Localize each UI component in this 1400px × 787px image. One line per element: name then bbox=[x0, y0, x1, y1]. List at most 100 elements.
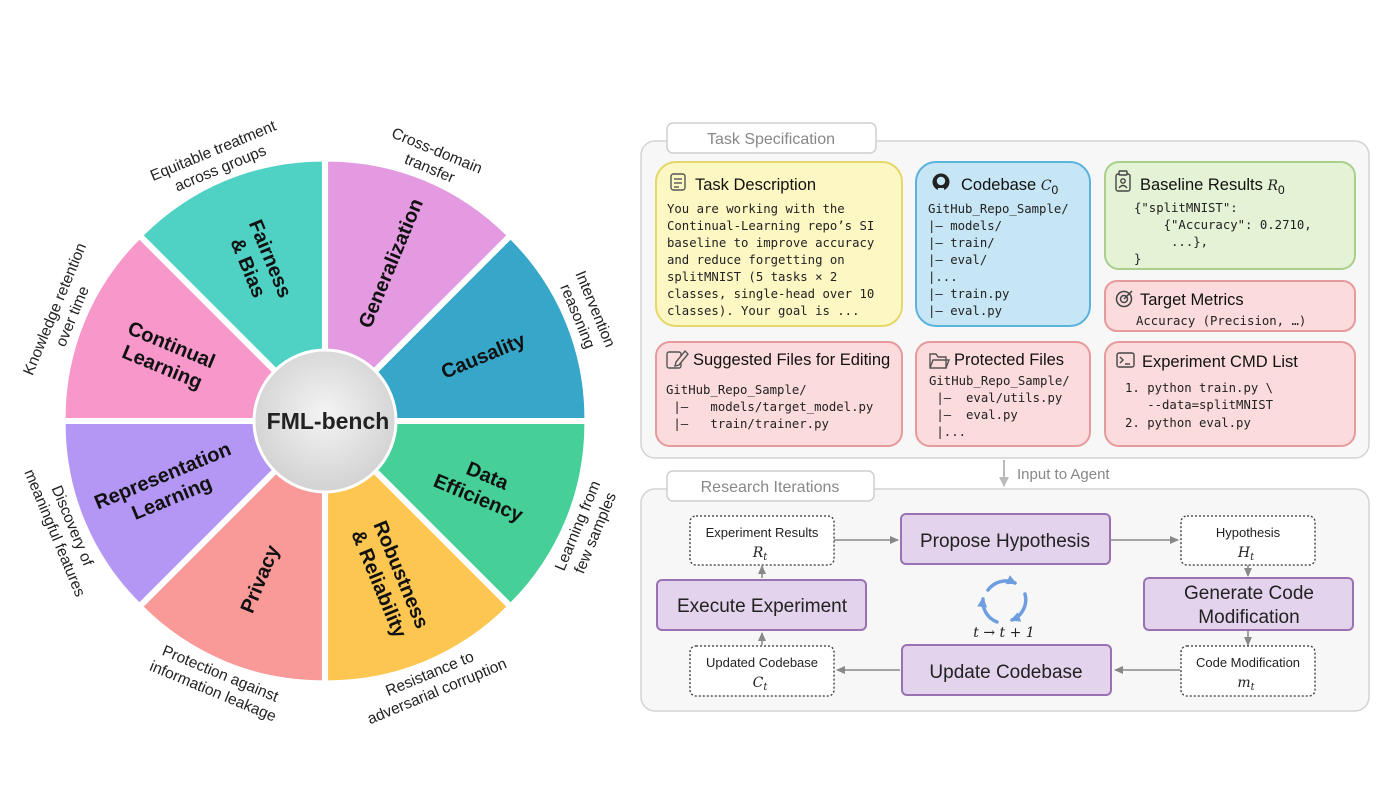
suggested-files-title: Suggested Files for Editing bbox=[693, 351, 890, 369]
wheel-segment-causality bbox=[374, 239, 585, 418]
code-modification-node: Code Modification mt bbox=[1180, 645, 1316, 697]
update-codebase-label: Update Codebase bbox=[929, 662, 1082, 683]
updated-codebase-label: Updated Codebase bbox=[706, 655, 818, 670]
codebase-line: GitHub_Repo_Sample/ bbox=[928, 202, 1069, 216]
experiment-cmd-line: 1. python train.py \ bbox=[1125, 381, 1273, 395]
protected-files-title: Protected Files bbox=[954, 351, 1064, 369]
terminal-icon bbox=[1116, 352, 1135, 368]
task-description-title: Task Description bbox=[695, 176, 816, 194]
suggested-files-line: |– models/target_model.py bbox=[666, 400, 873, 415]
document-icon bbox=[670, 173, 686, 191]
hypothesis-node: Hypothesis Ht bbox=[1180, 515, 1316, 566]
wheel-segment-representation bbox=[65, 424, 276, 603]
wheel-center-label: FML-bench bbox=[267, 408, 390, 434]
hypothesis-symbol: H bbox=[1237, 545, 1251, 561]
wheel-segment-privacy bbox=[143, 470, 322, 681]
wheel-center bbox=[252, 348, 398, 494]
baseline-line: {"splitMNIST": bbox=[1134, 201, 1238, 215]
experiment-results-node: Experiment Results Rt bbox=[689, 515, 835, 566]
experiment-cmd-title: Experiment CMD List bbox=[1142, 353, 1298, 371]
protected-files-line: |... bbox=[929, 425, 966, 440]
task-description-line: splitMNIST (5 tasks × 2 bbox=[667, 270, 837, 284]
updated-codebase-symbol: C bbox=[753, 675, 764, 691]
edit-icon bbox=[666, 349, 689, 369]
target-metrics-card: Target Metrics Accuracy (Precision, …) bbox=[1104, 280, 1356, 332]
hypothesis-var: Ht bbox=[1237, 545, 1255, 563]
wheel-segment-data-efficiency bbox=[374, 424, 585, 603]
hypothesis-label: Hypothesis bbox=[1216, 525, 1281, 540]
folder-icon bbox=[929, 353, 951, 369]
codebase-card: Codebase C0 GitHub_Repo_Sample/ |– model… bbox=[915, 161, 1091, 327]
task-description-line: baseline to improve accuracy bbox=[667, 236, 874, 250]
research-title: Research Iterations bbox=[701, 479, 840, 496]
baseline-var: R bbox=[1267, 178, 1279, 194]
target-metrics-title: Target Metrics bbox=[1140, 291, 1244, 309]
task-specification-section: Task Specification Task Description You … bbox=[640, 122, 1370, 459]
task-description-line: and reduce forgetting on bbox=[667, 253, 845, 267]
generate-code-node: Generate Code Modification bbox=[1143, 577, 1354, 631]
research-iterations-section: Research Iterations Experiment Results R… bbox=[640, 470, 1370, 712]
generate-code-label: Modification bbox=[1198, 607, 1299, 628]
codebase-line: |– models/ bbox=[928, 219, 1002, 234]
updated-codebase-sub: t bbox=[763, 682, 768, 693]
experiment-results-symbol: R bbox=[752, 545, 764, 561]
codebase-var: C bbox=[1041, 178, 1052, 194]
experiment-cmd-line: --data=splitMNIST bbox=[1125, 398, 1274, 412]
code-modification-symbol: m bbox=[1237, 675, 1250, 691]
cycle-icon bbox=[977, 575, 1028, 624]
suggested-files-card: Suggested Files for Editing GitHub_Repo_… bbox=[655, 341, 903, 447]
protected-files-line: |– eval/utils.py bbox=[929, 391, 1062, 406]
wheel-segment-robustness bbox=[328, 470, 507, 681]
generate-code-label: Generate Code bbox=[1184, 583, 1314, 604]
research-tab bbox=[666, 470, 875, 502]
target-icon bbox=[1115, 290, 1133, 308]
baseline-results-title-text: Baseline Results bbox=[1140, 176, 1263, 194]
task-description-line: Continual-Learning repo’s SI bbox=[667, 219, 874, 233]
wheel-segment-generalization bbox=[328, 161, 507, 372]
baseline-results-card: Baseline Results R0 {"splitMNIST": {"Acc… bbox=[1104, 161, 1356, 270]
propose-hypothesis-node: Propose Hypothesis bbox=[900, 513, 1111, 565]
experiment-results-label: Experiment Results bbox=[706, 525, 819, 540]
task-description-card: Task Description You are working with th… bbox=[655, 161, 903, 327]
baseline-line: {"Accuracy": 0.2710, bbox=[1134, 218, 1312, 232]
experiment-results-var: Rt bbox=[752, 545, 769, 563]
task-description-line: classes, single-head over 10 bbox=[667, 287, 874, 301]
protected-files-line: |– eval.py bbox=[929, 408, 1018, 423]
codebase-line: |– train/ bbox=[928, 236, 995, 251]
wheel-segment-fairness bbox=[143, 161, 322, 372]
codebase-line: |– train.py bbox=[928, 287, 1009, 302]
code-modification-label: Code Modification bbox=[1196, 655, 1300, 670]
codebase-line: |– eval.py bbox=[928, 304, 1002, 319]
hypothesis-sub: t bbox=[1250, 552, 1255, 563]
codebase-title: Codebase C0 bbox=[961, 176, 1059, 197]
github-icon bbox=[932, 173, 950, 192]
task-description-line: classes). Your goal is ... bbox=[667, 304, 860, 318]
execute-experiment-label: Execute Experiment bbox=[677, 596, 848, 617]
codebase-sub: 0 bbox=[1052, 183, 1059, 197]
task-spec-tab bbox=[666, 122, 877, 154]
update-codebase-node: Update Codebase bbox=[901, 644, 1112, 696]
baseline-results-title: Baseline Results R0 bbox=[1140, 176, 1285, 197]
codebase-line: |– eval/ bbox=[928, 253, 987, 268]
input-to-agent-label: Input to Agent bbox=[1017, 466, 1110, 483]
task-spec-title: Task Specification bbox=[707, 131, 835, 148]
baseline-line: ...}, bbox=[1134, 235, 1208, 249]
experiment-cmd-card: Experiment CMD List 1. python train.py \… bbox=[1104, 341, 1356, 447]
propose-hypothesis-label: Propose Hypothesis bbox=[920, 531, 1090, 552]
suggested-files-line: |– train/trainer.py bbox=[666, 417, 829, 432]
codebase-line: |... bbox=[928, 270, 958, 285]
execute-experiment-node: Execute Experiment bbox=[656, 579, 867, 631]
codebase-title-text: Codebase bbox=[961, 176, 1036, 194]
baseline-sub: 0 bbox=[1278, 183, 1285, 197]
cycle-label: t → t + 1 bbox=[973, 625, 1034, 641]
suggested-files-line: GitHub_Repo_Sample/ bbox=[666, 383, 807, 397]
updated-codebase-var: Ct bbox=[753, 675, 769, 693]
protected-files-card: Protected Files GitHub_Repo_Sample/ |– e… bbox=[915, 341, 1091, 447]
input-to-agent-connector: Input to Agent bbox=[999, 460, 1110, 487]
wheel-segment-continual bbox=[65, 239, 276, 418]
protected-files-line: GitHub_Repo_Sample/ bbox=[929, 374, 1070, 388]
code-modification-var: mt bbox=[1237, 675, 1255, 693]
baseline-line: } bbox=[1134, 252, 1141, 266]
task-description-line: You are working with the bbox=[667, 202, 845, 216]
